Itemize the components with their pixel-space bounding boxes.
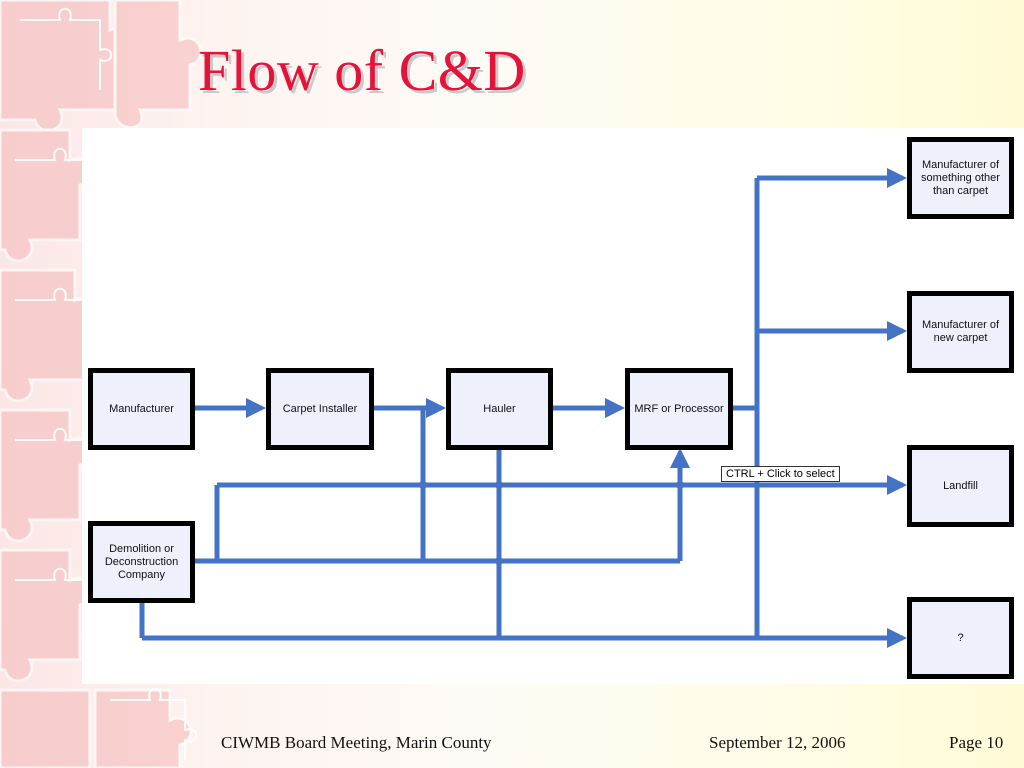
node-label: Manufacturer [109,402,174,415]
node-label: MRF or Processor [634,402,724,415]
node-manufacturer-new-carpet[interactable]: Manufacturer of new carpet [907,291,1014,373]
junction-dot [676,481,684,489]
node-unknown[interactable]: ? [907,597,1014,679]
select-tooltip: CTRL + Click to select [721,466,840,482]
node-label: Carpet Installer [282,402,358,415]
node-label: Manufacturer of new carpet [921,319,1000,344]
slide-title: Flow of C&D [198,38,526,103]
node-manufacturer-other[interactable]: Manufacturer of something other than car… [907,137,1014,219]
node-label: Demolition or Deconstruction Company [104,542,179,581]
node-label: Landfill [943,479,978,492]
node-label: Hauler [483,402,516,415]
footer-date: September 12, 2006 [709,733,846,752]
junction-dot [495,481,503,489]
junction-dot [419,481,427,489]
node-carpet-installer[interactable]: Carpet Installer [266,368,374,450]
node-label: Manufacturer of something other than car… [921,158,1000,197]
node-label: ? [957,631,964,644]
junction-dot [495,557,503,565]
node-manufacturer[interactable]: Manufacturer [88,368,195,450]
node-demolition[interactable]: Demolition or Deconstruction Company [88,521,195,603]
footer-meeting: CIWMB Board Meeting, Marin County [221,733,492,752]
footer-page-number: Page 10 [949,733,1004,752]
node-hauler[interactable]: Hauler [446,368,553,450]
node-mrf-processor[interactable]: MRF or Processor [625,368,733,450]
node-landfill[interactable]: Landfill [907,445,1014,527]
